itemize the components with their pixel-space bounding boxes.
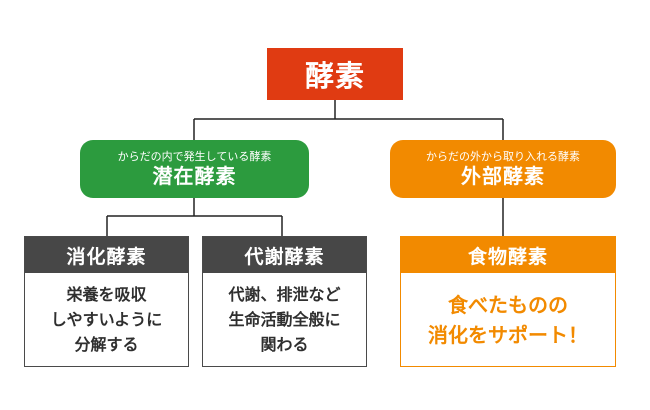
card-line: 関わる xyxy=(260,335,309,354)
group-node-external-enzyme: からだの外から取り入れる酵素 外部酵素 xyxy=(390,140,616,198)
card-line: 食べたものの xyxy=(448,292,568,317)
group-subtitle: からだの内で発生している酵素 xyxy=(117,150,272,163)
card-title: 食物酵素 xyxy=(467,245,548,268)
card-food-enzyme: 食物酵素 食べたものの 消化をサポート！ xyxy=(400,236,616,367)
card-body: 栄養を吸収 しやすいように 分解する xyxy=(25,273,188,366)
card-title: 消化酵素 xyxy=(66,245,147,268)
card-digestive-enzyme: 消化酵素 栄養を吸収 しやすいように 分解する xyxy=(24,236,189,367)
card-header: 食物酵素 xyxy=(401,237,615,273)
card-body: 食べたものの 消化をサポート！ xyxy=(401,273,615,366)
group-subtitle: からだの外から取り入れる酵素 xyxy=(426,150,580,163)
group-title: 潜在酵素 xyxy=(152,164,237,188)
card-title: 代謝酵素 xyxy=(244,245,325,268)
card-line: 栄養を吸収 xyxy=(66,285,147,304)
card-body: 代謝、排泄など 生命活動全般に 関わる xyxy=(203,273,366,366)
card-line: 生命活動全般に xyxy=(228,310,341,329)
card-header: 消化酵素 xyxy=(25,237,188,273)
root-node-enzyme: 酵素 xyxy=(267,48,403,100)
card-header: 代謝酵素 xyxy=(203,237,366,273)
root-label: 酵素 xyxy=(304,59,365,93)
card-line: 消化をサポート！ xyxy=(428,322,588,347)
group-node-latent-enzyme: からだの内で発生している酵素 潜在酵素 xyxy=(80,140,309,198)
card-metabolic-enzyme: 代謝酵素 代謝、排泄など 生命活動全般に 関わる xyxy=(202,236,367,367)
card-line: 分解する xyxy=(74,335,139,354)
group-title: 外部酵素 xyxy=(461,164,545,188)
card-line: しやすいように xyxy=(50,310,163,329)
card-line: 代謝、排泄など xyxy=(228,285,341,304)
